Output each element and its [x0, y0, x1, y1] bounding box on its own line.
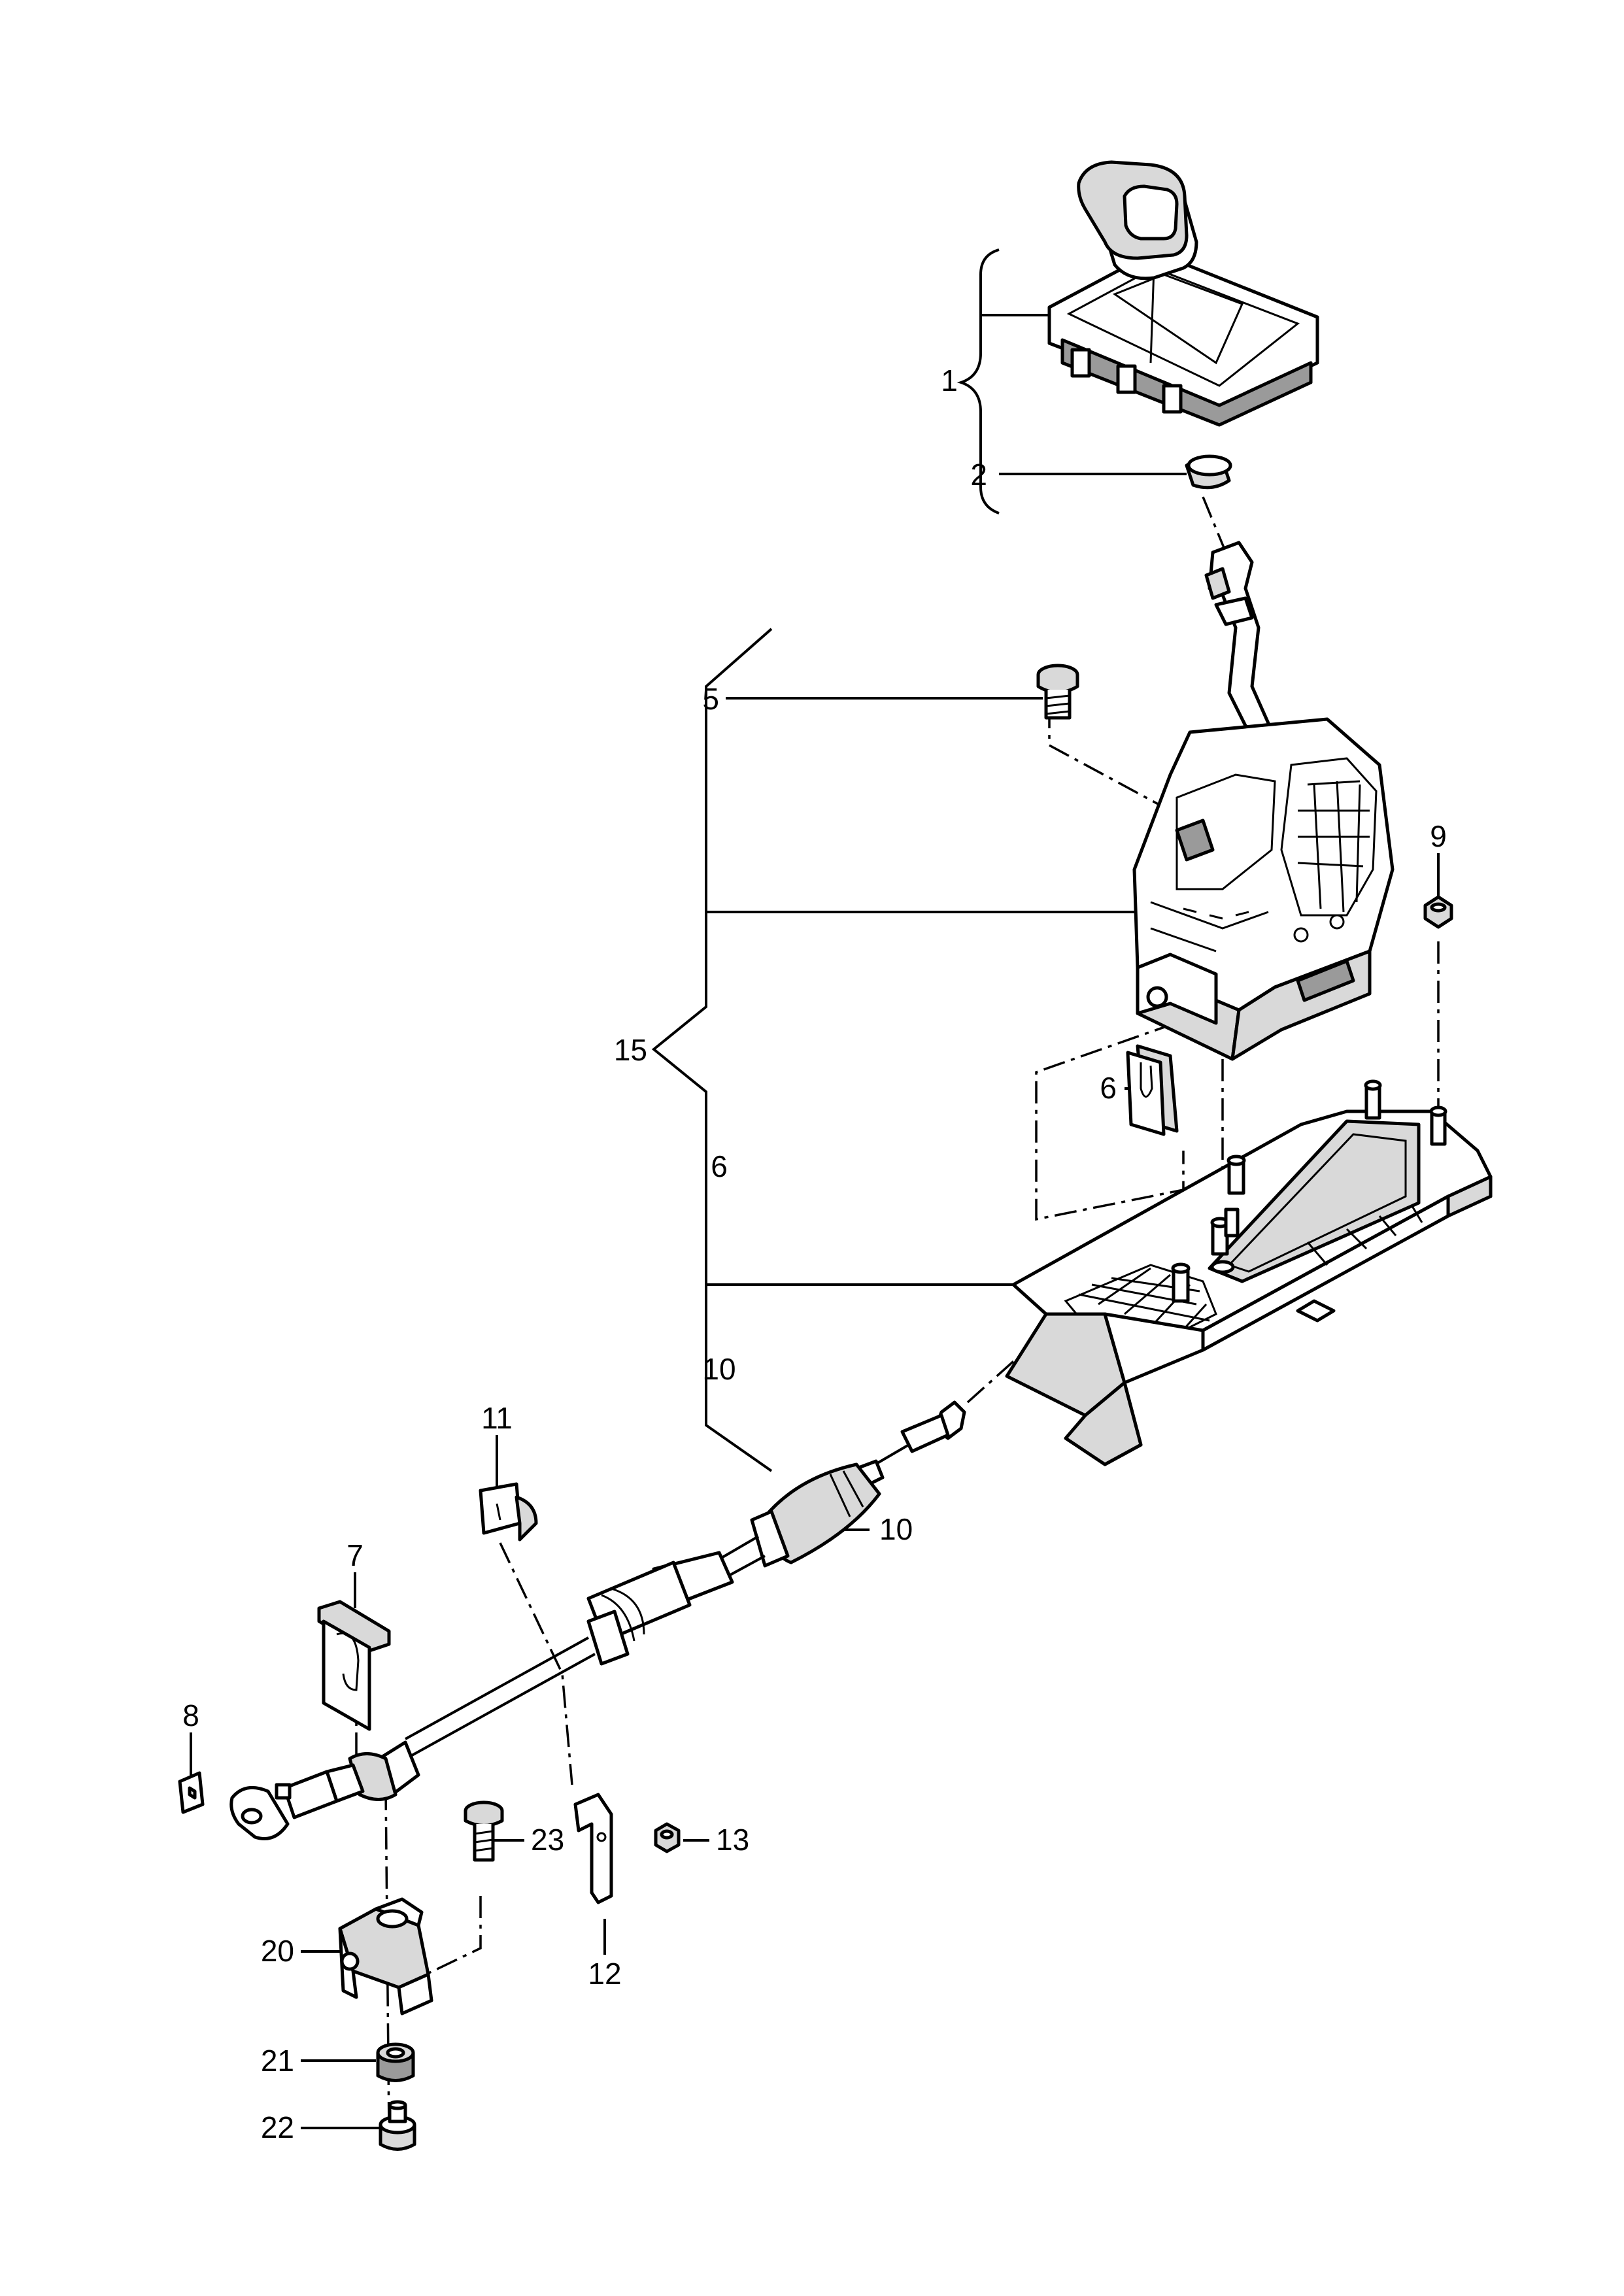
callout-2: 2 [970, 458, 987, 492]
bracket-group-1-2 [956, 248, 1000, 515]
bracket-group-15 [651, 628, 773, 1472]
callout-1: 1 [941, 363, 958, 397]
selector-cable [229, 1400, 966, 1840]
bracket-12 [573, 1793, 613, 1904]
callout-22: 22 [261, 2110, 294, 2144]
nut-13 [654, 1822, 681, 1853]
bolt-5 [1036, 664, 1079, 720]
selector-mechanism-housing [1132, 717, 1395, 1061]
callout-23: 23 [531, 1823, 564, 1857]
leader-lines [190, 314, 1440, 2129]
callout-8: 8 [182, 1698, 199, 1732]
callout-13: 13 [716, 1823, 749, 1857]
spring-clip-7 [317, 1600, 391, 1731]
callout-6-component: 6 [711, 1149, 728, 1183]
cable-bracket-20 [338, 1897, 433, 2016]
callout-20: 20 [261, 1934, 294, 1968]
callout-labels: 1 2 5 6 6 7 8 9 10 10 11 12 13 15 20 21 … [182, 363, 1447, 2144]
cable-clip-11 [479, 1482, 538, 1542]
retaining-clip-6 [1126, 1044, 1179, 1136]
callout-10: 10 [879, 1512, 913, 1546]
bushing-21 [376, 2042, 415, 2082]
boot-clip [1185, 454, 1232, 490]
clip-8 [178, 1771, 205, 1814]
bolt-23 [464, 1800, 504, 1862]
callout-15: 15 [614, 1033, 647, 1067]
callout-7: 7 [347, 1538, 364, 1572]
callout-5: 5 [702, 682, 719, 716]
callout-6: 6 [1100, 1071, 1117, 1105]
selector-base-plate [1005, 1079, 1493, 1466]
callout-10-component: 10 [702, 1352, 736, 1386]
cap-22 [379, 2100, 416, 2151]
callout-21: 21 [261, 2044, 294, 2078]
nut-9 [1423, 895, 1453, 929]
callout-12: 12 [588, 1957, 621, 1991]
gear-knob-boot-assembly [1047, 160, 1319, 427]
callout-11: 11 [481, 1401, 513, 1435]
callout-9: 9 [1430, 819, 1447, 853]
